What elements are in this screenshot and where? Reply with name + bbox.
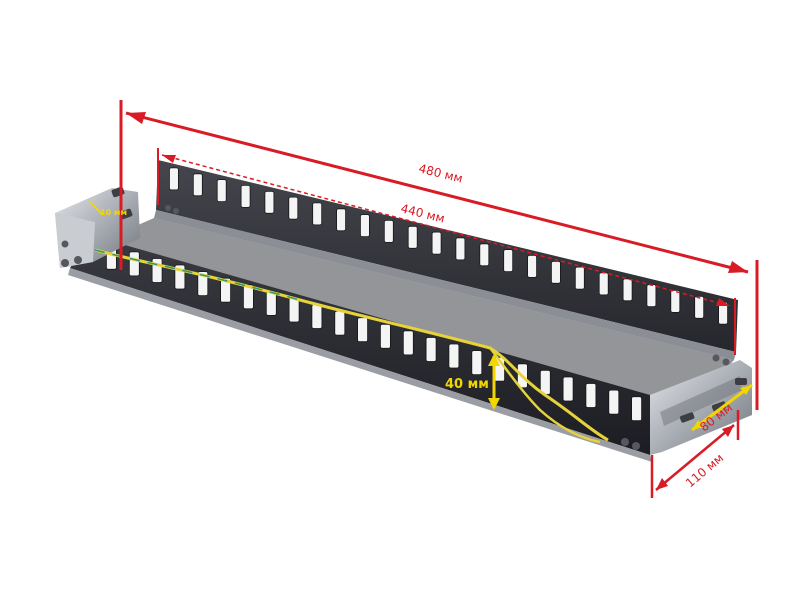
back-rail-slot	[646, 284, 657, 308]
dimension-10: 10 мм	[89, 201, 127, 217]
front-rail-slot	[151, 258, 163, 283]
back-rail-slot	[240, 184, 251, 208]
back-rail-slot	[359, 214, 370, 238]
front-rail-slot	[448, 343, 460, 369]
front-rail-slot	[128, 251, 140, 277]
back-rail-slot	[407, 225, 418, 249]
back-rail-slot	[216, 179, 227, 203]
front-rail-slot	[631, 396, 642, 422]
dimension-480-label: 480 мм	[417, 161, 464, 185]
front-rail-slot	[242, 284, 254, 310]
front-rail	[68, 235, 652, 462]
front-rail-slot	[197, 271, 209, 297]
front-rail-slot	[357, 317, 369, 343]
right-mounting-bracket	[621, 354, 752, 455]
back-rail-slot	[312, 202, 323, 226]
front-rail-slot	[402, 330, 414, 356]
back-rail-slot	[431, 231, 442, 255]
back-rail-slot	[288, 196, 299, 220]
back-rail-slot	[551, 260, 561, 284]
dimension-10-label: 10 мм	[100, 208, 127, 217]
back-rail-slot	[622, 278, 633, 302]
front-rail-slot	[379, 323, 391, 349]
back-rail-slot	[479, 243, 490, 267]
front-rail-slot	[539, 369, 551, 395]
front-rail-slot	[425, 337, 437, 362]
dimension-40: 40 мм	[445, 354, 500, 410]
front-rail-slot	[311, 304, 323, 329]
grounding-wire	[94, 248, 609, 442]
front-rail-slot	[471, 350, 483, 376]
back-rail-slot	[336, 208, 347, 232]
front-rail-slot	[608, 389, 620, 415]
back-rail	[154, 160, 738, 360]
back-rail-slot	[670, 289, 681, 313]
back-rail-slot	[574, 266, 585, 290]
back-rail-slot	[503, 249, 514, 273]
back-rail-slot	[168, 167, 179, 191]
front-rail-slot	[220, 277, 232, 303]
back-rail-slot	[598, 272, 609, 296]
dimension-480: 480 мм	[119, 100, 759, 410]
dimension-40-label: 40 мм	[445, 377, 489, 392]
front-rail-slot	[265, 290, 277, 316]
dimension-110-label: 110 мм	[683, 451, 726, 491]
back-rail-slot	[694, 295, 705, 319]
left-mounting-bracket	[55, 186, 179, 268]
back-rail-slot	[383, 219, 394, 243]
front-rail-slot	[288, 297, 300, 323]
back-rail-slot	[455, 237, 466, 261]
back-rail-slot	[192, 173, 203, 197]
front-rail-slot	[585, 383, 597, 408]
back-rail-slot	[264, 190, 275, 214]
front-rail-slot	[334, 310, 346, 336]
back-rail-slots	[168, 167, 728, 325]
front-rail-slot	[562, 376, 574, 402]
back-rail-slot	[527, 254, 537, 278]
